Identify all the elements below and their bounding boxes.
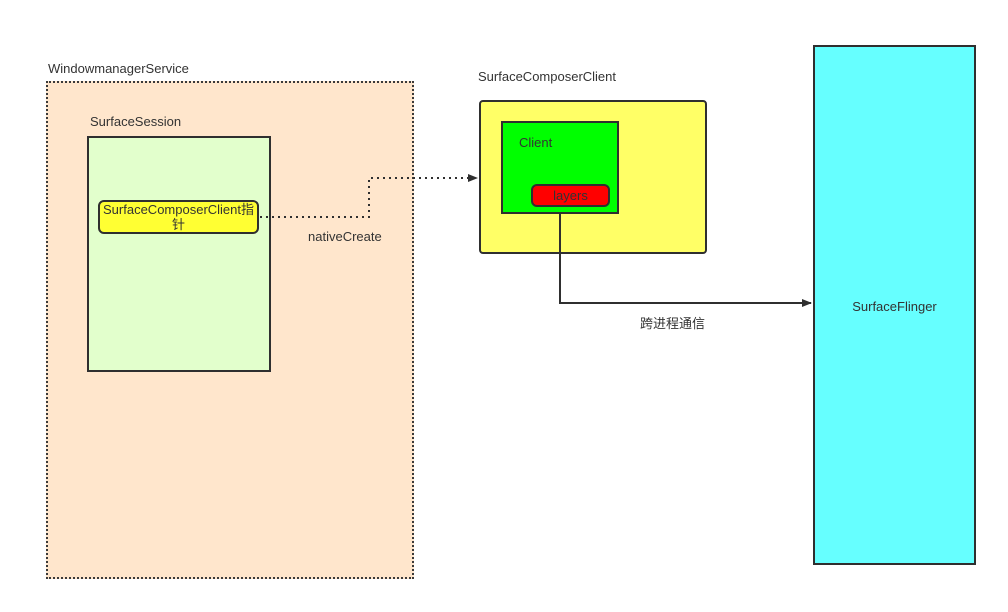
surfaceflinger-label: SurfaceFlinger bbox=[852, 299, 937, 314]
windowmanagerservice-label: WindowmanagerService bbox=[48, 61, 189, 76]
surfaceflinger-box[interactable] bbox=[813, 45, 976, 565]
client-label: Client bbox=[519, 135, 553, 150]
layers-label: layers bbox=[553, 188, 588, 203]
surfacecomposerclient-pointer-label: SurfaceComposerClient指针 bbox=[103, 202, 255, 232]
ipc-edge-label: 跨进程通信 bbox=[640, 316, 706, 331]
surfacesession-label: SurfaceSession bbox=[90, 114, 182, 129]
surfacesession-box[interactable] bbox=[87, 136, 271, 372]
surfacecomposerclient-label: SurfaceComposerClient bbox=[478, 69, 617, 84]
surfacecomposerclient-pointer-box[interactable]: SurfaceComposerClient指针 bbox=[98, 200, 259, 234]
layers-box[interactable]: layers bbox=[531, 184, 610, 207]
nativecreate-edge-label: nativeCreate bbox=[308, 229, 382, 244]
